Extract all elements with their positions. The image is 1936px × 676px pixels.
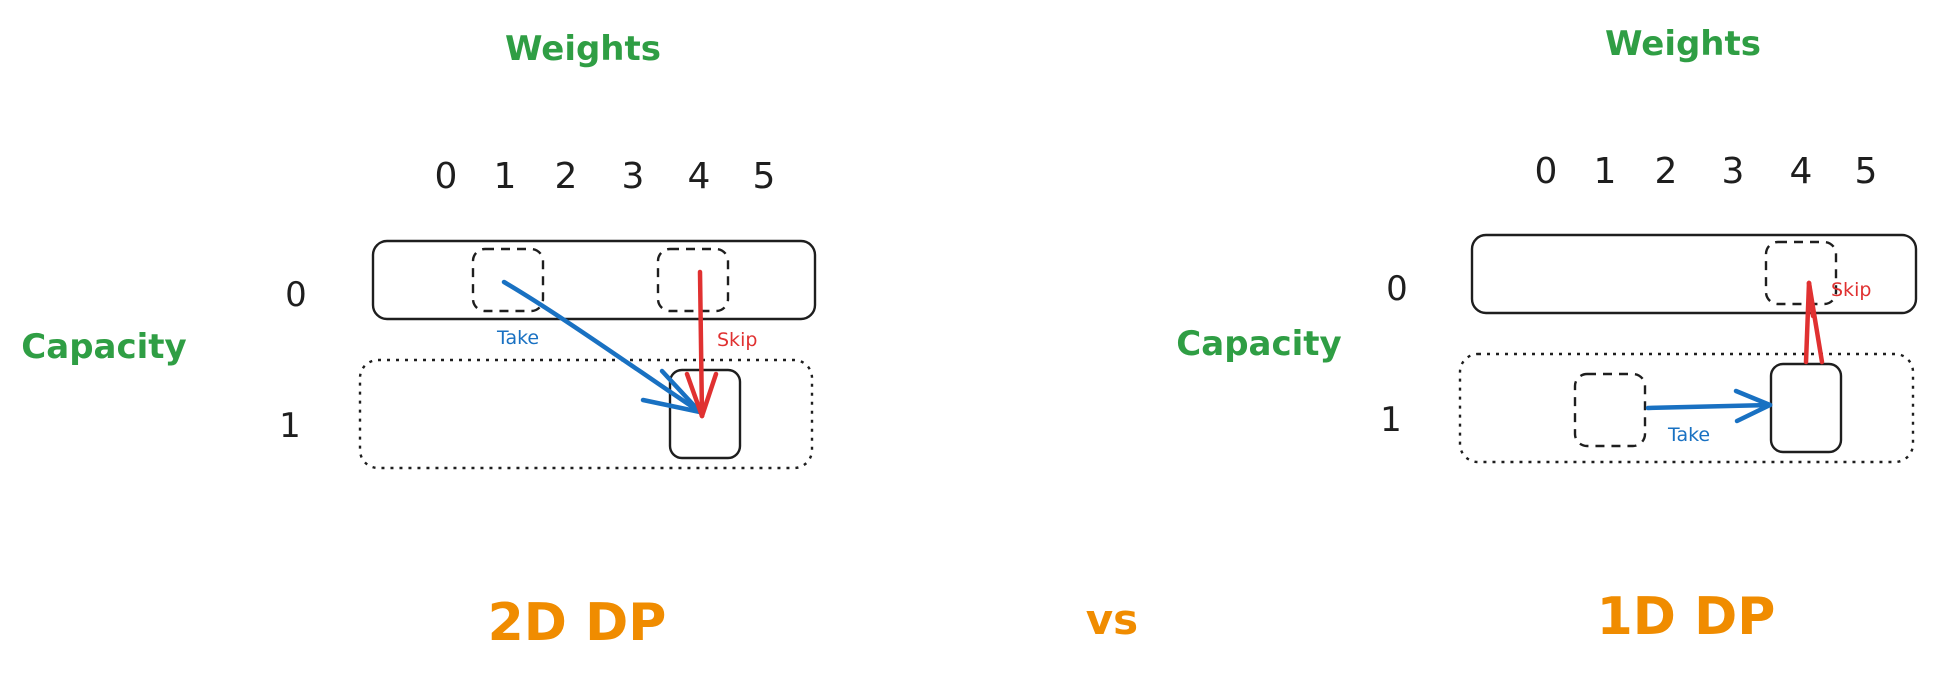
right-weight-index-4: 4 (1790, 151, 1813, 192)
left-take-label: Take (496, 327, 539, 349)
right-panel-title: 1D DP (1597, 587, 1776, 647)
right-capacity-row-1: 1 (1380, 400, 1402, 440)
right-weight-index-2: 2 (1655, 151, 1678, 192)
left-row-0-box (371, 239, 817, 321)
right-row-1-box (1458, 352, 1915, 464)
left-row-1-box (358, 358, 814, 470)
right-capacity-label: Capacity (1176, 324, 1341, 364)
right-panel-1d-dp: Weights 0 1 2 3 4 5 0 1 Capacity Take (1176, 24, 1918, 647)
right-skip-arrow (1803, 280, 1825, 365)
right-source-cell-skip (1764, 240, 1838, 306)
right-target-cell (1769, 362, 1843, 454)
left-weight-index-0: 0 (435, 156, 458, 197)
right-source-cell-take (1573, 372, 1647, 448)
right-weights-label: Weights (1605, 24, 1761, 64)
right-row-0-box (1470, 233, 1918, 315)
left-target-cell (668, 368, 742, 460)
left-capacity-row-1: 1 (279, 406, 301, 446)
left-weight-index-4: 4 (688, 156, 711, 197)
right-weight-index-5: 5 (1855, 151, 1878, 192)
left-panel-title: 2D DP (488, 593, 667, 653)
right-skip-label: Skip (1831, 279, 1871, 301)
left-take-arrow (501, 279, 703, 415)
left-source-cell-skip (656, 247, 730, 313)
left-source-cell-take (471, 247, 545, 313)
left-capacity-label: Capacity (21, 327, 186, 367)
right-weight-index-1: 1 (1594, 151, 1617, 192)
right-weight-indices: 0 1 2 3 4 5 (1535, 151, 1878, 192)
left-weight-index-2: 2 (555, 156, 578, 197)
left-weight-indices: 0 1 2 3 4 5 (435, 156, 776, 197)
right-take-label: Take (1667, 424, 1710, 446)
left-weights-label: Weights (505, 29, 661, 69)
left-skip-arrow (684, 269, 719, 419)
left-weight-index-5: 5 (753, 156, 776, 197)
left-weight-index-1: 1 (494, 156, 517, 197)
right-weight-index-3: 3 (1722, 151, 1745, 192)
vs-label: vs (1086, 595, 1138, 644)
right-weight-index-0: 0 (1535, 151, 1558, 192)
right-take-arrow (1645, 388, 1773, 424)
left-panel-2d-dp: Weights 0 1 2 3 4 5 0 1 Capacity Take (21, 29, 817, 653)
right-capacity-row-0: 0 (1386, 269, 1408, 309)
left-weight-index-3: 3 (622, 156, 645, 197)
left-capacity-row-0: 0 (285, 275, 307, 315)
left-skip-label: Skip (717, 329, 757, 351)
